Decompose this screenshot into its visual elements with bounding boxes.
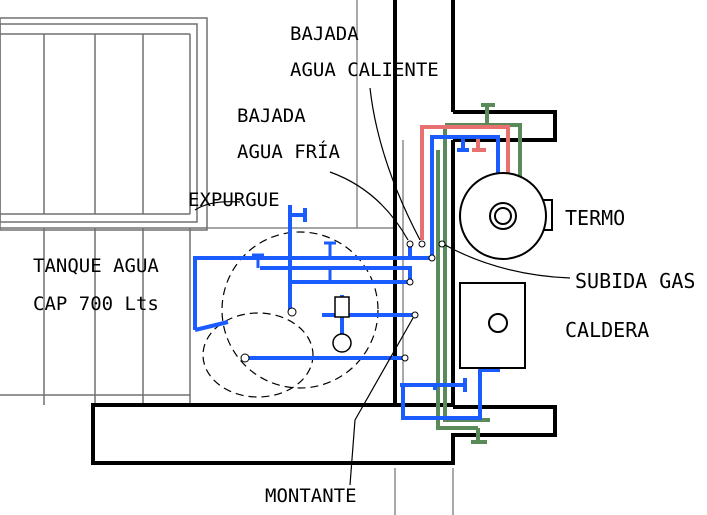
label-subida-gas: SUBIDA GAS [575, 269, 695, 293]
label-bajada-caliente-1: BAJADA [290, 23, 359, 45]
thin-room-lines [207, 0, 454, 515]
walls [91, 0, 557, 465]
label-montante: MONTANTE [265, 485, 357, 507]
cold-water-piping [193, 135, 500, 420]
float-valve [332, 296, 352, 353]
label-caldera: CALDERA [565, 318, 649, 342]
label-expurgue: EXPURGUE [188, 189, 280, 211]
label-tanque-2: CAP 700 Lts [33, 293, 159, 315]
termo-heater [459, 172, 553, 260]
pipe-endpoints [240, 240, 446, 363]
label-bajada-caliente-2: AGUA CALIENTE [290, 59, 439, 81]
caldera-boiler [459, 282, 526, 369]
leader-lines [194, 87, 571, 486]
label-bajada-fria-1: BAJADA [237, 105, 306, 127]
water-tank [0, 17, 208, 405]
label-bajada-fria-2: AGUA FRÍA [237, 140, 341, 163]
valves [252, 241, 336, 282]
label-termo: TERMO [565, 206, 625, 230]
labels: BAJADA AGUA CALIENTE BAJADA AGUA FRÍA EX… [33, 23, 695, 507]
dashed-circles [202, 231, 379, 398]
label-tanque-1: TANQUE AGUA [33, 255, 159, 277]
